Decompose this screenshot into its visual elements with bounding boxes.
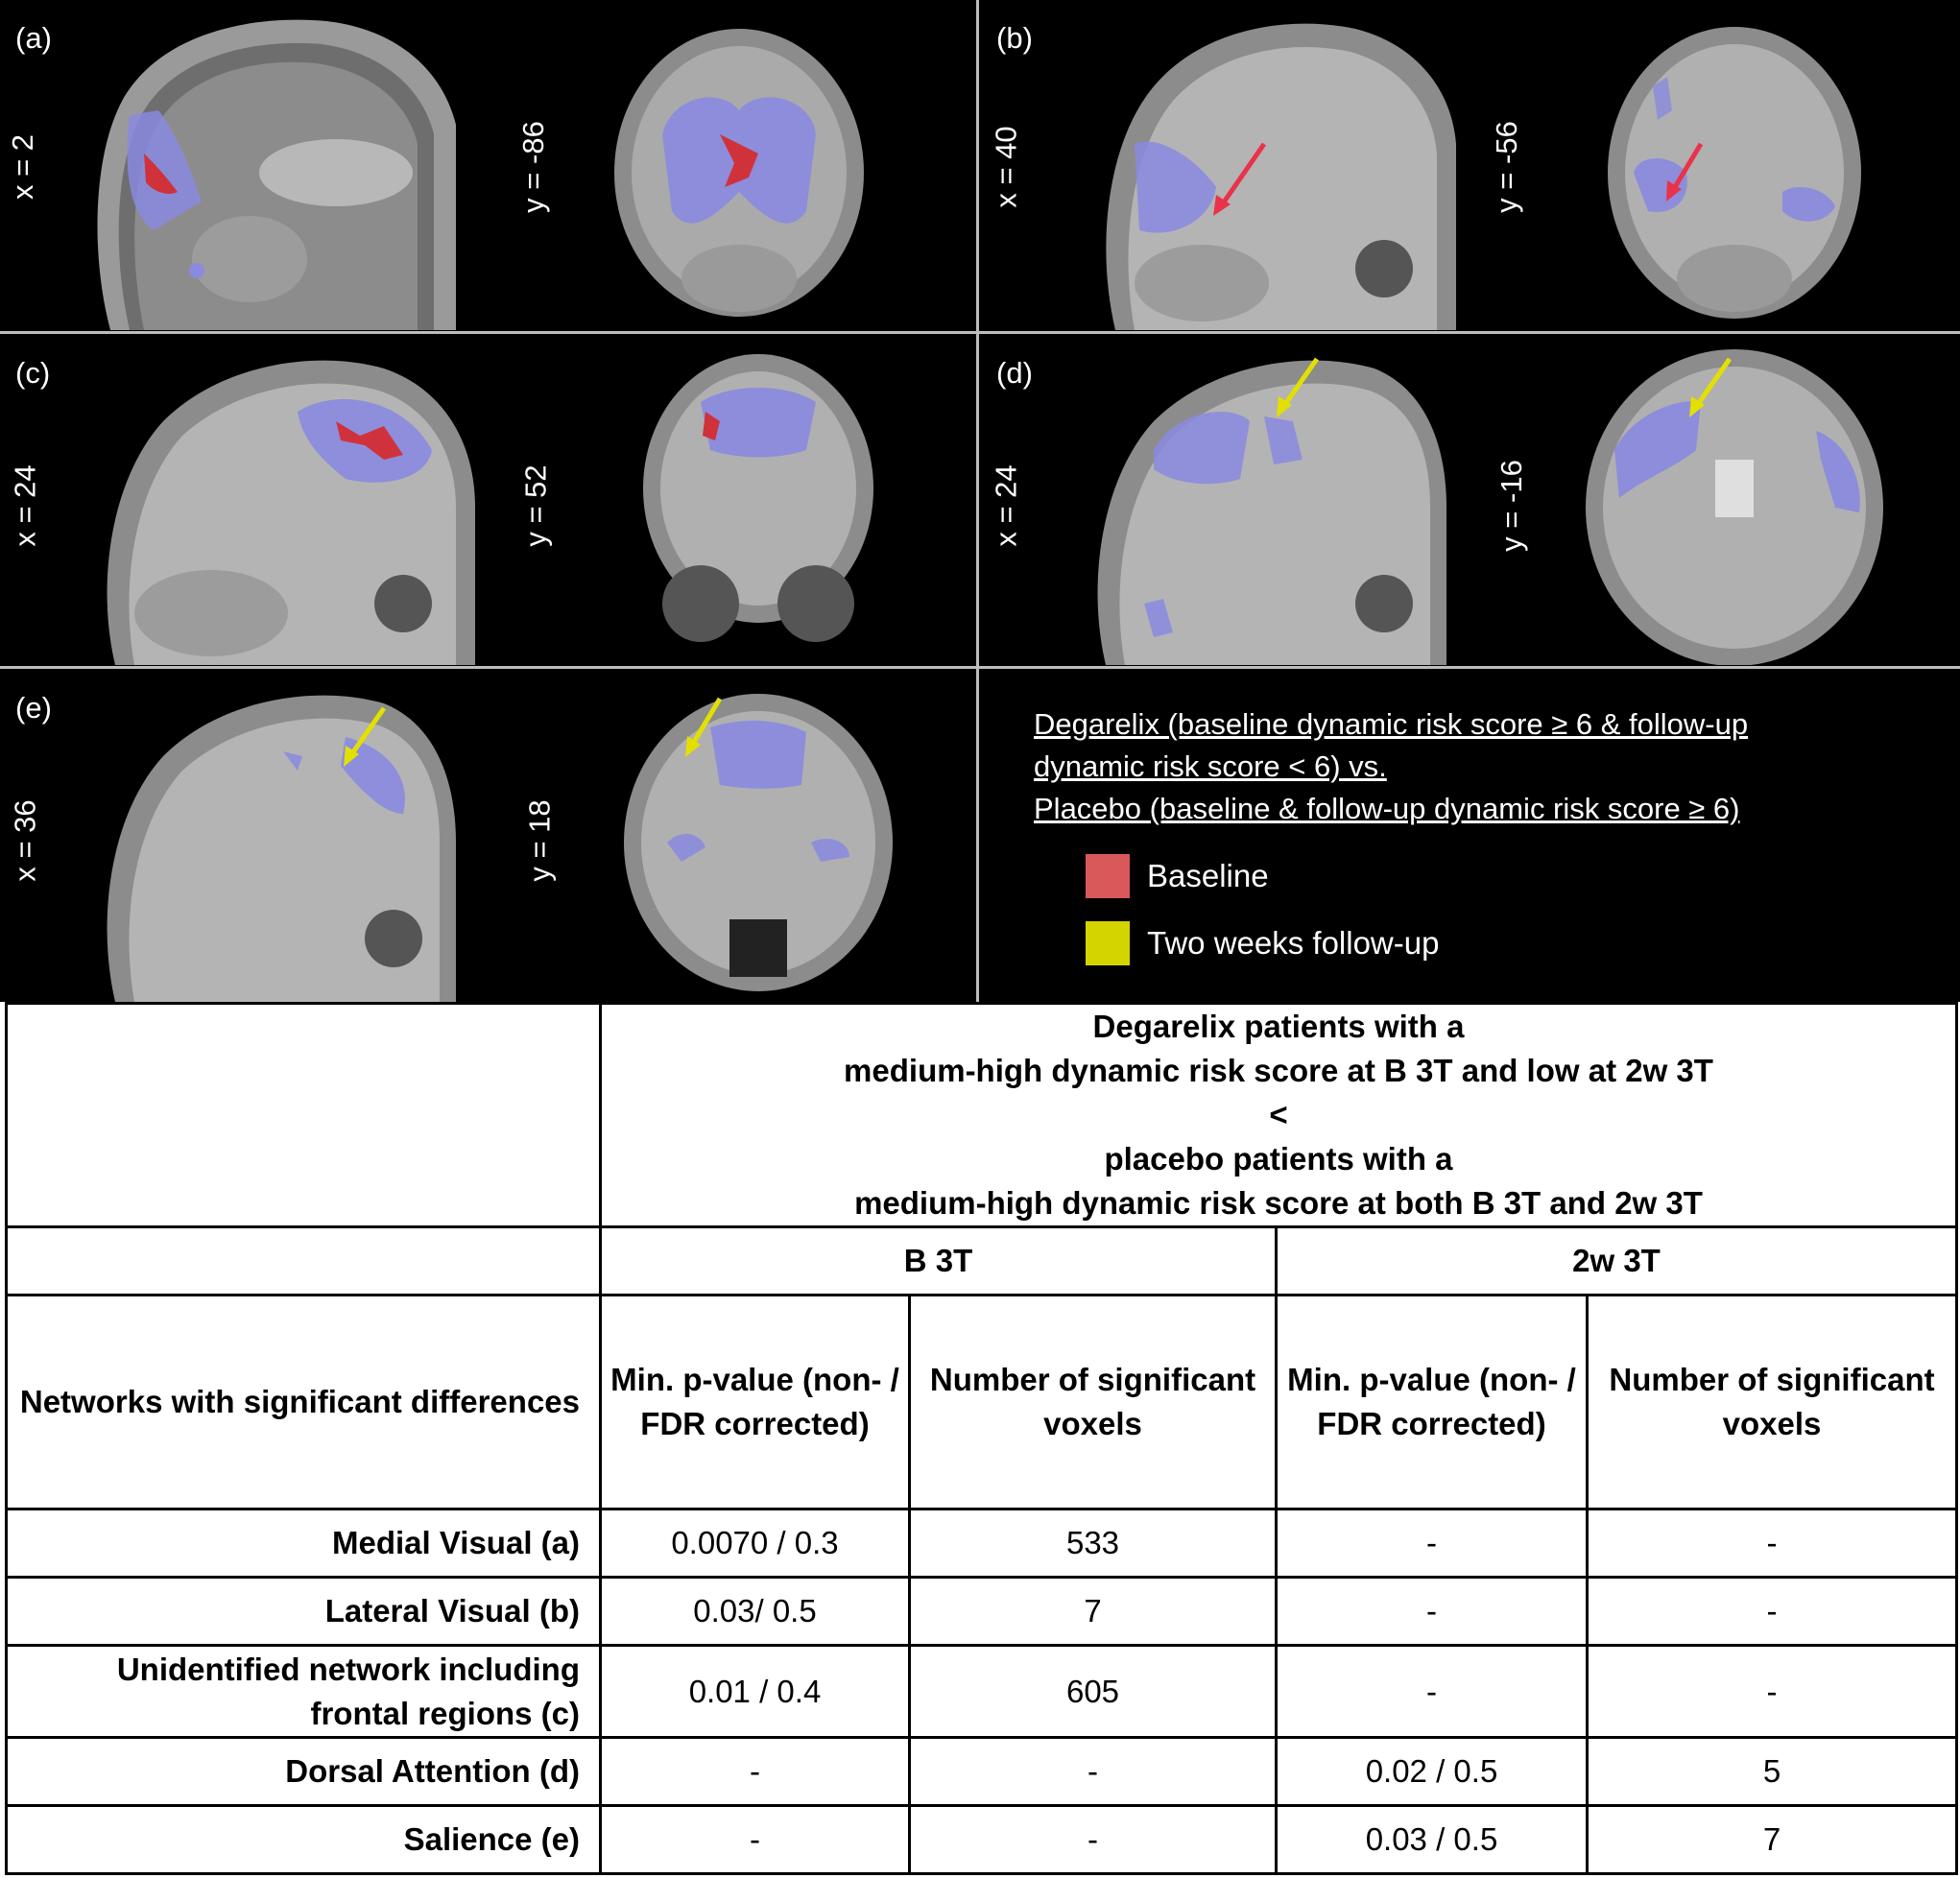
coord-label: x = 24 — [989, 464, 1023, 547]
header-line: medium-high dynamic risk score at both B… — [854, 1185, 1703, 1221]
coord-label: y = -86 — [515, 121, 550, 213]
header-line: medium-high dynamic risk score at B 3T a… — [844, 1053, 1713, 1088]
col-header-pvalue: Min. p-value (non- / FDR corrected) — [1275, 1294, 1589, 1510]
sagittal-slice — [97, 19, 456, 330]
coronal-slice — [1608, 27, 1861, 319]
comparison-header: Degarelix patients with a medium-high dy… — [599, 1002, 1958, 1228]
coord-label: y = -16 — [1494, 460, 1528, 552]
legend-line: dynamic risk score < 6) vs. — [1034, 749, 1387, 783]
coronal-slice — [614, 29, 864, 317]
table-column-header-row: Networks with significant differences Mi… — [5, 1294, 1958, 1510]
network-name: Salience (e) — [5, 1804, 602, 1875]
b3t-pvalue: 0.0070 / 0.3 — [599, 1508, 911, 1579]
col-header-voxels: Number of significant voxels — [908, 1294, 1278, 1510]
legend-item-label: Baseline — [1147, 858, 1269, 893]
network-name: Unidentified network including frontal r… — [5, 1644, 602, 1739]
2w3t-voxels: - — [1586, 1508, 1958, 1579]
col-header-pvalue: Min. p-value (non- / FDR corrected) — [599, 1294, 911, 1510]
panel-a: (a) x = 2 y = -86 — [0, 0, 976, 330]
coord-label: y = 18 — [522, 799, 557, 882]
b3t-voxels: 7 — [908, 1576, 1278, 1647]
2w3t-voxels: - — [1586, 1576, 1958, 1647]
b3t-voxels: 605 — [908, 1644, 1278, 1739]
legend-line: Placebo (baseline & follow-up dynamic ri… — [1034, 792, 1740, 825]
panel-divider — [0, 666, 1960, 669]
coronal-slice — [1586, 349, 1883, 665]
b3t-pvalue: 0.03/ 0.5 — [599, 1576, 911, 1647]
group-header-2w3t: 2w 3T — [1275, 1225, 1958, 1296]
coord-label: x = 40 — [989, 126, 1023, 208]
panel-c: (c) x = 24 y = 52 — [0, 335, 976, 665]
legend-swatch — [1086, 921, 1130, 965]
empty-cell — [5, 1002, 602, 1228]
legend-line: Degarelix (baseline dynamic risk score ≥… — [1034, 707, 1749, 741]
legend-item-label: Two weeks follow-up — [1147, 925, 1440, 961]
table-row: Lateral Visual (b) 0.03/ 0.5 7 - - — [5, 1576, 1958, 1647]
table-row: Dorsal Attention (d) - - 0.02 / 0.5 5 — [5, 1736, 1958, 1807]
group-header-b3t: B 3T — [599, 1225, 1278, 1296]
coronal-slice — [624, 694, 893, 991]
sagittal-slice — [107, 360, 476, 665]
2w3t-pvalue: 0.03 / 0.5 — [1275, 1804, 1589, 1875]
b3t-pvalue: 0.01 / 0.4 — [599, 1644, 911, 1739]
coord-label: y = -56 — [1489, 121, 1523, 213]
panel-divider — [0, 331, 1960, 334]
2w3t-pvalue: 0.02 / 0.5 — [1275, 1736, 1589, 1807]
b3t-voxels: 533 — [908, 1508, 1278, 1579]
network-name: Lateral Visual (b) — [5, 1576, 602, 1647]
table-row: Medial Visual (a) 0.0070 / 0.3 533 - - — [5, 1508, 1958, 1579]
panel-e: (e) x = 36 y = 18 — [0, 670, 976, 1002]
panel-label: (e) — [15, 691, 52, 725]
legend-item-followup: Two weeks follow-up — [1086, 921, 1439, 965]
panel-label: (c) — [15, 356, 51, 390]
panel-label: (d) — [996, 356, 1033, 390]
results-table: Degarelix patients with a medium-high dy… — [5, 1002, 1958, 1875]
brain-figure: (a) x = 2 y = -86 (b) — [0, 0, 1960, 1002]
table-group-row: B 3T 2w 3T — [5, 1225, 1958, 1296]
table-row: Salience (e) - - 0.03 / 0.5 7 — [5, 1804, 1958, 1875]
b3t-voxels: - — [908, 1804, 1278, 1875]
legend: Degarelix (baseline dynamic risk score ≥… — [1034, 703, 1748, 830]
network-name: Medial Visual (a) — [5, 1508, 602, 1579]
col-header-voxels: Number of significant voxels — [1586, 1294, 1958, 1510]
panel-label: (a) — [15, 21, 52, 55]
2w3t-voxels: 7 — [1586, 1804, 1958, 1875]
coord-label: y = 52 — [518, 464, 553, 547]
panel-label: (b) — [996, 21, 1033, 55]
sagittal-slice — [107, 695, 457, 1002]
row-header-label: Networks with significant differences — [5, 1294, 602, 1510]
2w3t-pvalue: - — [1275, 1576, 1589, 1647]
2w3t-voxels: 5 — [1586, 1736, 1958, 1807]
table-header-row: Degarelix patients with a medium-high dy… — [5, 1002, 1958, 1228]
network-name: Dorsal Attention (d) — [5, 1736, 602, 1807]
coord-label: x = 24 — [8, 464, 42, 547]
header-line: < — [1269, 1097, 1288, 1132]
panel-b: (b) x = 40 y = -56 — [981, 0, 1960, 330]
empty-cell — [5, 1225, 602, 1296]
legend-swatch — [1086, 854, 1130, 898]
sagittal-slice — [1106, 23, 1456, 330]
table-row: Unidentified network including frontal r… — [5, 1644, 1958, 1739]
panel-d: (d) x = 24 y = -16 — [981, 335, 1960, 665]
legend-item-baseline: Baseline — [1086, 854, 1269, 898]
sagittal-slice — [1097, 357, 1446, 665]
panel-divider — [976, 0, 979, 1002]
b3t-pvalue: - — [599, 1804, 911, 1875]
2w3t-pvalue: - — [1275, 1508, 1589, 1579]
header-line: Degarelix patients with a — [1092, 1009, 1465, 1044]
b3t-pvalue: - — [599, 1736, 911, 1807]
header-line: placebo patients with a — [1104, 1141, 1453, 1177]
coronal-slice — [643, 354, 873, 642]
coord-label: x = 2 — [6, 133, 40, 201]
b3t-voxels: - — [908, 1736, 1278, 1807]
2w3t-pvalue: - — [1275, 1644, 1589, 1739]
coord-label: x = 36 — [8, 799, 42, 882]
2w3t-voxels: - — [1586, 1644, 1958, 1739]
